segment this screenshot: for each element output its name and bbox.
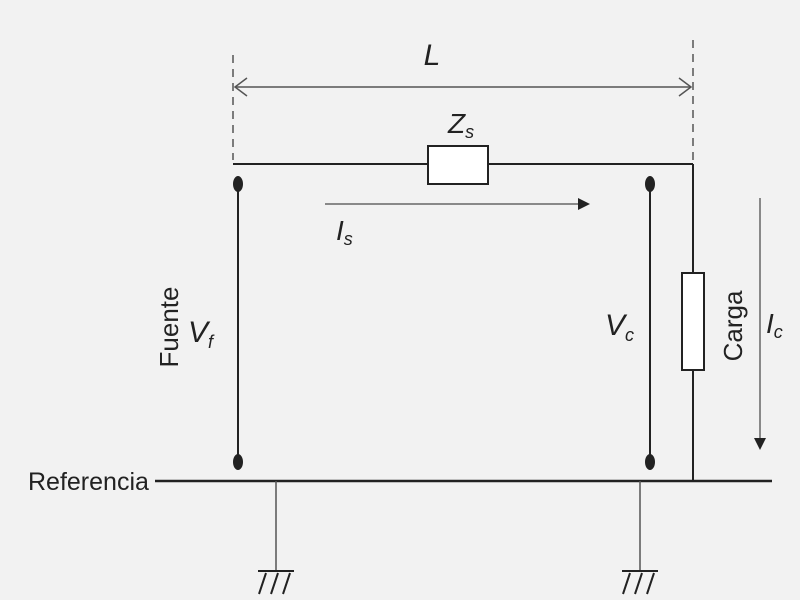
length-dimension: L — [232, 39, 694, 160]
source-terminal-bottom — [233, 454, 243, 470]
source-terminal-top — [233, 176, 243, 192]
reference-label: Referencia — [28, 468, 149, 496]
ground-hatch-right-1 — [622, 572, 631, 595]
ground-symbol-left — [258, 481, 294, 595]
load-voltage: Vc — [605, 176, 655, 470]
load-current-label: Ic — [766, 308, 783, 342]
load-voltage-label: Vc — [605, 309, 634, 345]
source-voltage-label: Vf — [188, 316, 215, 352]
load-terminal-bottom — [645, 454, 655, 470]
ground-hatch-right-3 — [646, 572, 655, 595]
source-label: Fuente — [154, 287, 184, 368]
load-resistor — [681, 272, 705, 371]
load-branch: Carga — [681, 164, 748, 480]
dimension-arrowhead-left — [233, 77, 248, 97]
ground-hatch-right-2 — [634, 572, 643, 595]
ground-hatch-left-2 — [270, 572, 279, 595]
load-label: Carga — [718, 290, 748, 361]
ground-symbol-right — [622, 481, 658, 595]
ground-hatch-left-3 — [282, 572, 291, 595]
dimension-arrowhead-right — [678, 77, 693, 97]
load-current-arrowhead — [754, 438, 766, 450]
source-voltage: Vf Fuente — [154, 176, 243, 470]
ground-hatch-left-1 — [258, 572, 267, 595]
length-label: L — [424, 39, 441, 72]
series-impedance-resistor — [427, 145, 489, 185]
top-conductor: Zs — [233, 108, 693, 185]
series-current-arrowhead — [578, 198, 590, 210]
series-current-label: Is — [336, 215, 353, 249]
load-terminal-top — [645, 176, 655, 192]
reference-plane: Referencia — [28, 468, 772, 496]
series-current-arrow: Is — [325, 198, 590, 249]
load-current-arrow: Ic — [754, 198, 783, 450]
series-impedance-label: Zs — [447, 108, 474, 142]
